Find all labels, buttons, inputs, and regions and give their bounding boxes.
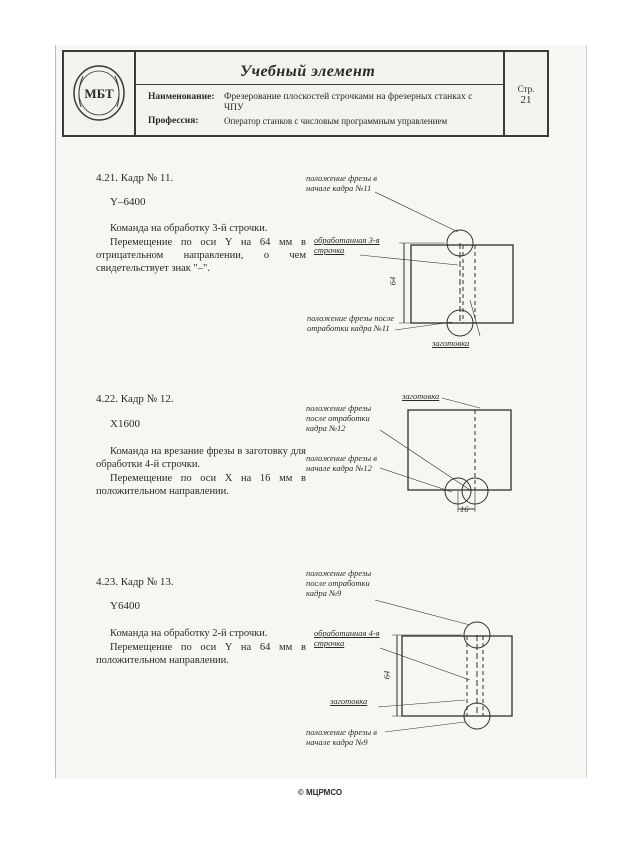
- document-sheet: [55, 45, 587, 778]
- note-cutter-end: положение фрезы после отработки кадра №1…: [307, 313, 395, 333]
- dimension-label: 64: [381, 670, 392, 680]
- profession-value: Оператор станков с числовым программным …: [224, 116, 448, 126]
- note-machined: обработанная 4-я строчка: [314, 628, 380, 648]
- paragraph-text: Перемещение по оси Y на 64 мм в отрицате…: [96, 237, 306, 274]
- paragraph-text: Перемещение по оси Y на 64 мм в положите…: [96, 642, 306, 666]
- paragraph: Команда на обработку 3-й строчки.: [96, 222, 306, 235]
- paragraph-text: Команда на обработку 2-й строчки.: [110, 628, 268, 639]
- note-blank: заготовка: [330, 696, 368, 706]
- leader-line: [374, 191, 459, 233]
- page-label: Стр.: [517, 84, 535, 94]
- note-machined: обработанная 3-я строчка: [314, 235, 380, 255]
- profession-label: Профессия:: [148, 116, 199, 126]
- diagram-frame-13: [374, 599, 513, 733]
- name-label: Наименование:: [148, 92, 215, 102]
- paragraph: Команда на врезание фрезы в заготовку дл…: [96, 445, 306, 471]
- paragraph-text: Команда на обработку 3-й строчки.: [110, 223, 268, 234]
- note-cutter-start: положение фрезы в начале кадра №11: [306, 173, 377, 193]
- page-number: 21: [520, 94, 532, 106]
- note-cutter-start: положение фрезы в начале кадра №12: [306, 453, 377, 473]
- program-code: Y6400: [110, 600, 140, 612]
- paragraph-text: Команда на врезание фрезы в заготовку дл…: [96, 446, 306, 470]
- note-blank: заготовка: [432, 338, 470, 348]
- section-title: 4.21. Кадр № 11.: [96, 172, 174, 184]
- header-divider: [134, 84, 505, 85]
- paragraph: Перемещение по оси Y на 64 мм в положите…: [96, 641, 306, 667]
- paragraph-text: Перемещение по оси X на 16 мм в положите…: [96, 473, 306, 497]
- diagram-frame-11: [359, 191, 514, 337]
- logo-emblem: МБТ: [73, 65, 125, 121]
- program-code: X1600: [110, 418, 140, 430]
- paragraph: Команда на обработку 2-й строчки.: [96, 627, 306, 640]
- title-block: МБТ Учебный элемент Наименование: Фрезер…: [62, 50, 549, 137]
- logo-text: МБТ: [84, 86, 114, 101]
- workpiece-rect: [407, 409, 512, 491]
- element-title: Учебный элемент: [240, 63, 376, 80]
- section-title: 4.22. Кадр № 12.: [96, 393, 174, 405]
- note-blank: заготовка: [402, 391, 440, 401]
- paragraph: Перемещение по оси Y на 64 мм в отрицате…: [96, 236, 306, 275]
- note-cutter-after: положение фрезы после отработки кадра №1…: [306, 403, 372, 433]
- note-cutter-after: положение фрезы после отработки кадра №9: [306, 568, 372, 598]
- diagram-frame-12: [379, 397, 512, 512]
- logo-cell: МБТ: [64, 52, 136, 135]
- workpiece-rect: [410, 244, 514, 324]
- note-cutter-start: положение фрезы в начале кадра №9: [306, 727, 377, 747]
- page-cell: Стр. 21: [503, 52, 547, 135]
- dimension-label: 64: [387, 276, 398, 286]
- program-code: Y–6400: [110, 196, 146, 208]
- section-title: 4.23. Кадр № 13.: [96, 576, 174, 588]
- paragraph: Перемещение по оси X на 16 мм в положите…: [96, 472, 306, 498]
- footer-copyright: © МЦРМСО: [297, 788, 343, 797]
- name-value: Фрезерование плоскостей строчками на фре…: [224, 92, 473, 113]
- dimension-label: 16: [460, 504, 469, 514]
